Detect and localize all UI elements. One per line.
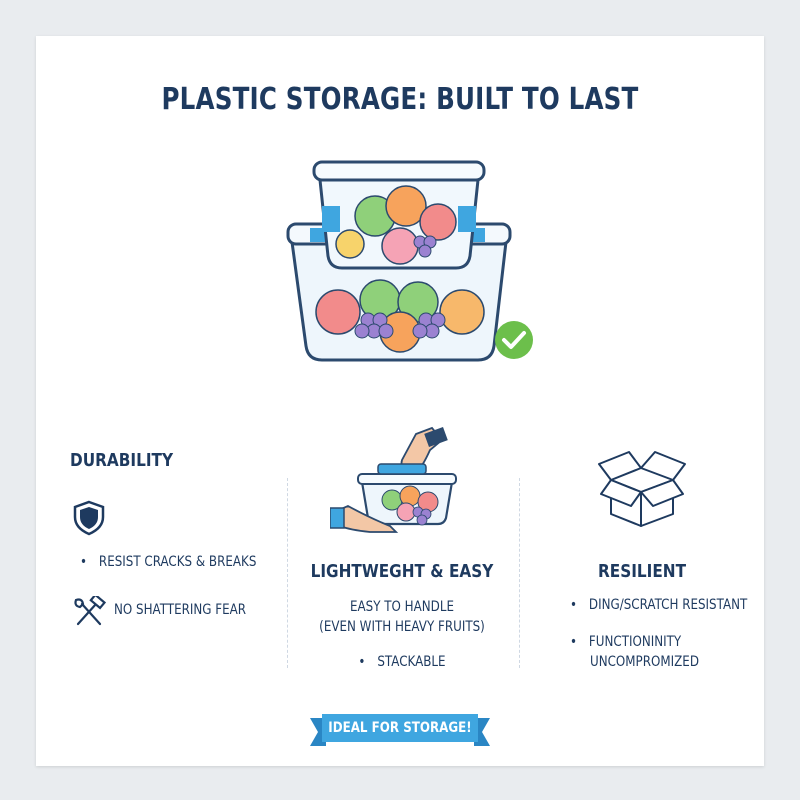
resilient-bullet-2-line-1: FUNCTIONINITY	[570, 634, 681, 650]
page-title: PLASTIC STORAGE: BUILT TO LAST	[161, 82, 639, 117]
column-divider-right	[519, 478, 520, 668]
stacked-containers-illustration	[286, 160, 533, 362]
shield-icon	[73, 500, 105, 536]
banner-text: IDEAL FOR STORAGE!	[328, 720, 472, 736]
lightweight-line-1: EASY TO HANDLE	[350, 599, 454, 615]
resilient-bullet-2-line-2: UNCOMPROMIZED	[590, 654, 699, 670]
durability-item-2: NO SHATTERING FEAR	[114, 602, 247, 618]
checkmark-icon	[495, 321, 533, 359]
lightweight-line-2: (EVEN WITH HEAVY FRUITS)	[319, 619, 485, 635]
resilient-heading: RESILIENT	[597, 561, 687, 582]
lightweight-bullet: STACKABLE	[303, 654, 500, 670]
hands-container-icon	[330, 426, 457, 533]
ideal-storage-banner	[310, 714, 490, 746]
hammer-wrench-icon	[74, 596, 106, 626]
durability-item-1: RESIST CRACKS & BREAKS	[80, 554, 256, 570]
open-box-icon	[598, 451, 686, 527]
lightweight-heading: LIGHTWEGHT & EASY	[310, 561, 494, 582]
column-divider-left	[287, 478, 288, 668]
resilient-bullet-1: DING/SCRATCH RESISTANT	[570, 597, 747, 613]
durability-heading: DURABILITY	[70, 450, 174, 471]
